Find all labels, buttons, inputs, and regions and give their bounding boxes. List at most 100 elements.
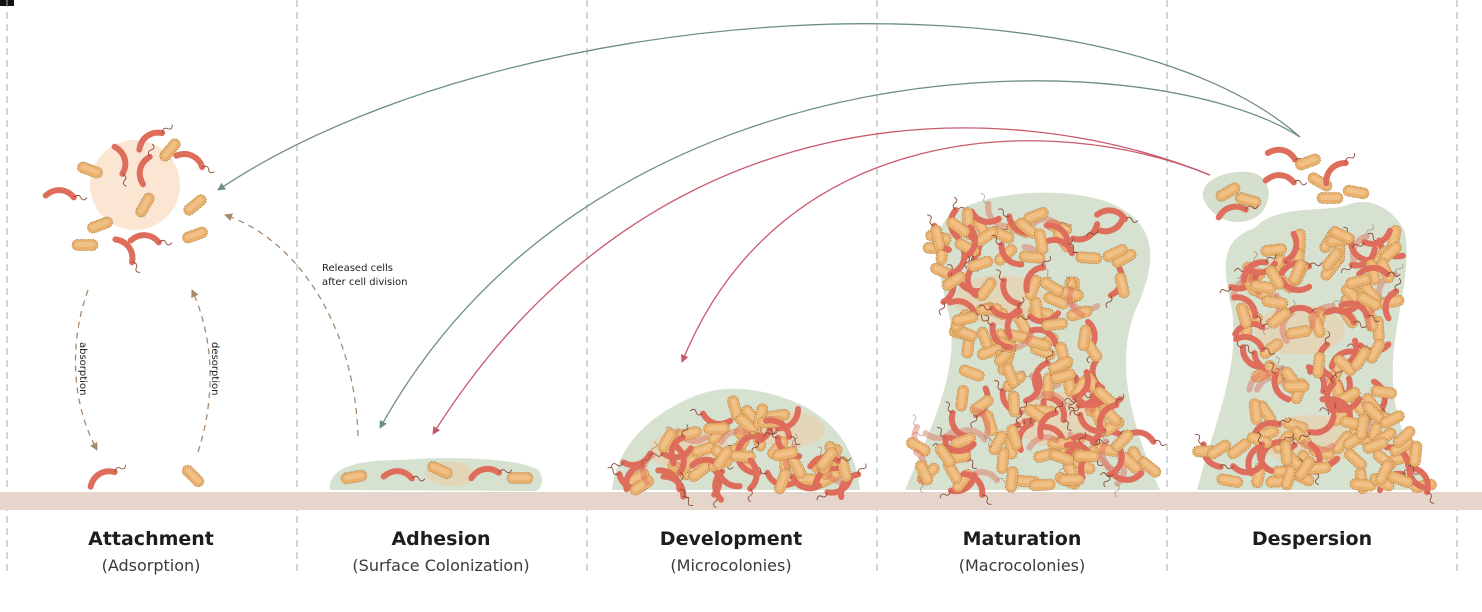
rod-bacterium — [1343, 448, 1367, 471]
stage-labels: Attachment (Adsorption) Adhesion (Surfac… — [88, 528, 1372, 575]
curved-bacterium — [1086, 214, 1127, 237]
curved-bacterium — [1324, 307, 1367, 328]
curved-bacterium — [1032, 350, 1054, 392]
curved-bacterium — [42, 187, 88, 201]
rod-bacterium — [735, 413, 759, 436]
curved-bacterium — [1309, 296, 1343, 329]
curved-bacterium — [649, 445, 694, 461]
rod-bacterium — [773, 468, 792, 495]
rod-bacterium — [629, 475, 655, 496]
stage-subtitle-adhesion: (Surface Colonization) — [352, 556, 529, 575]
return-arrow-to-development — [680, 140, 1211, 363]
curved-bacterium — [640, 441, 658, 486]
rod-bacterium — [1279, 439, 1293, 467]
rod-bacterium — [1049, 368, 1077, 385]
curved-bacterium — [996, 269, 1023, 308]
stage-title-adhesion: Adhesion — [391, 528, 490, 550]
rod-bacterium — [1350, 346, 1371, 372]
released-cells-label: Released cells — [322, 263, 393, 274]
absorption-arrow — [74, 289, 98, 451]
rod-bacterium — [946, 216, 971, 238]
curved-bacterium — [468, 465, 513, 482]
maturation-cells — [905, 193, 1167, 505]
rod-bacterium — [1111, 248, 1137, 268]
curved-bacterium — [984, 314, 1014, 351]
rod-bacterium — [183, 194, 207, 216]
rod-bacterium — [1392, 425, 1416, 448]
rod-bacterium — [950, 432, 977, 450]
curved-bacterium — [1023, 255, 1051, 294]
rod-bacterium — [967, 255, 994, 273]
rod-bacterium — [1342, 184, 1370, 200]
curved-bacterium — [735, 430, 776, 453]
rod-bacterium — [988, 430, 1008, 456]
rod-bacterium — [930, 224, 946, 252]
rod-bacterium — [182, 226, 208, 244]
rod-bacterium — [914, 460, 934, 486]
rod-bacterium — [1102, 244, 1128, 263]
rod-bacterium — [1285, 325, 1312, 340]
rod-bacterium — [1409, 440, 1423, 468]
stage-subtitle-development: (Microcolonies) — [670, 556, 791, 575]
curved-bacterium — [1043, 222, 1079, 253]
rod-bacterium — [1111, 429, 1134, 452]
rod-bacterium — [1333, 354, 1357, 377]
curved-bacterium — [1068, 369, 1091, 411]
rod-bacterium — [1234, 192, 1262, 208]
rod-bacterium — [836, 455, 852, 483]
rod-bacterium — [1365, 338, 1386, 364]
curved-bacterium — [668, 424, 689, 467]
rod-bacterium — [1356, 291, 1382, 311]
return-arrow-red-to-adhesion — [432, 127, 1211, 435]
curved-bacterium — [1323, 153, 1355, 187]
rod-bacterium — [1005, 466, 1019, 493]
curved-bacterium — [112, 236, 141, 273]
rod-bacterium — [975, 277, 997, 302]
substrate-surface — [0, 492, 1482, 510]
halo — [90, 140, 180, 230]
rod-bacterium — [816, 447, 838, 471]
released-cells — [1215, 146, 1370, 221]
curved-bacterium — [991, 235, 1025, 268]
curved-bacterium — [655, 467, 690, 499]
rod-bacterium — [1057, 473, 1085, 486]
stage-title-development: Development — [660, 528, 802, 550]
rod-bacterium — [1028, 478, 1056, 492]
rod-bacterium — [1216, 473, 1244, 488]
rod-bacterium — [951, 311, 979, 327]
rod-bacterium — [1057, 286, 1084, 302]
rod-bacterium — [1066, 305, 1093, 322]
rod-bacterium — [905, 437, 931, 457]
curved-bacterium — [1256, 431, 1275, 474]
rod-bacterium — [976, 343, 1004, 361]
curved-bacterium — [127, 232, 173, 246]
rod-bacterium — [1246, 431, 1273, 449]
curved-bacterium — [173, 151, 215, 174]
stage-subtitle-maturation: (Macrocolonies) — [959, 556, 1086, 575]
curved-bacterium — [1215, 203, 1259, 221]
curved-bacterium — [380, 468, 426, 482]
rod-bacterium — [1329, 226, 1355, 245]
rod-bacterium — [1288, 259, 1307, 285]
rod-bacterium — [340, 469, 368, 485]
curved-bacterium — [747, 457, 760, 503]
rod-bacterium — [941, 271, 967, 292]
rod-bacterium — [934, 443, 956, 468]
rod-bacterium — [1018, 250, 1046, 264]
curved-bacterium — [995, 329, 1034, 355]
rod-bacterium — [1282, 380, 1310, 393]
stage-subtitle-attachment: (Adsorption) — [102, 556, 201, 575]
curved-bacterium — [763, 417, 801, 445]
stage-title-despersion: Despersion — [1252, 528, 1372, 550]
rod-bacterium — [87, 216, 113, 234]
rod-bacterium — [1039, 276, 1065, 297]
curved-bacterium — [1352, 227, 1393, 249]
curved-bacterium — [1324, 369, 1337, 415]
curved-bacterium — [1291, 438, 1336, 454]
rod-bacterium — [1001, 362, 1020, 389]
rod-bacterium — [1370, 385, 1398, 400]
curved-bacterium — [1356, 264, 1401, 278]
planktonic-cell-cluster — [42, 124, 215, 273]
curved-bacterium — [1262, 172, 1308, 186]
